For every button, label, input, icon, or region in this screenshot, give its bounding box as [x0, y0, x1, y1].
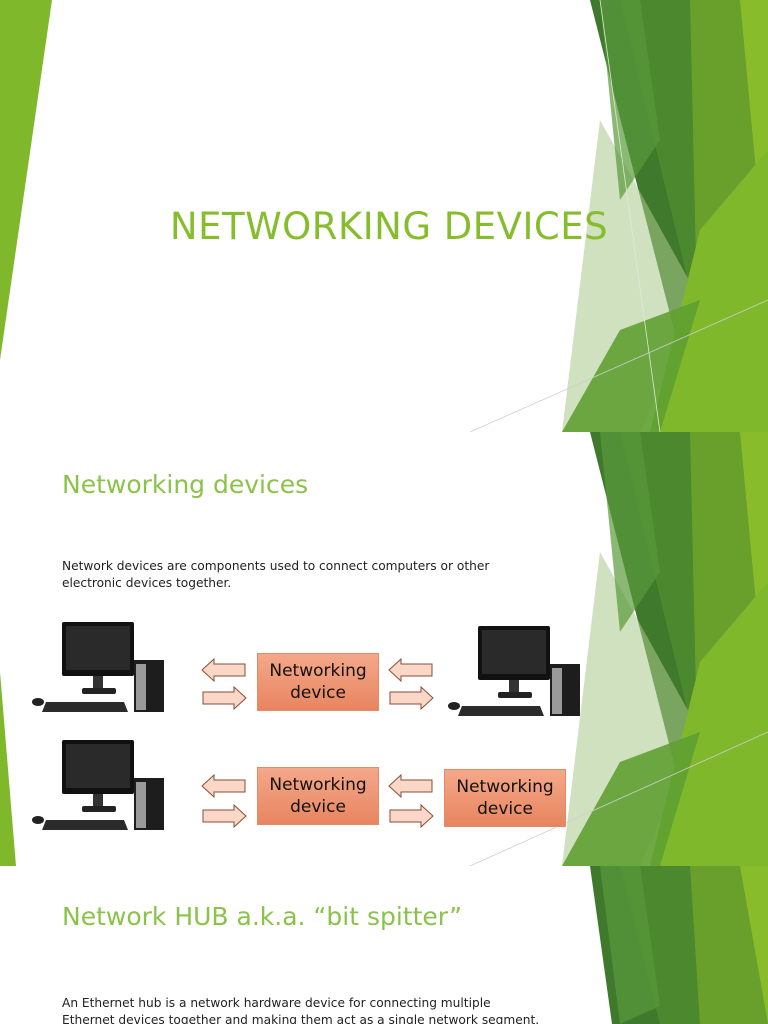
slide-title-page: NETWORKING DEVICES — [0, 0, 768, 432]
arrow-right-icon — [202, 686, 247, 710]
arrow-right-icon — [202, 804, 247, 828]
slide-decoration — [0, 432, 768, 866]
networking-device-box: Networking device — [257, 767, 379, 825]
arrow-left-icon — [201, 658, 246, 682]
slide-network-hub: Network HUB a.k.a. “bit spitter” An Ethe… — [0, 866, 768, 1024]
slide-decoration — [590, 866, 768, 1024]
arrow-left-icon — [388, 774, 433, 798]
slide-title: Network HUB a.k.a. “bit spitter” — [62, 902, 463, 931]
desktop-computer-icon — [32, 622, 164, 712]
arrow-left-icon — [388, 658, 433, 682]
slide-decoration — [0, 0, 768, 432]
slide-title: Networking devices — [62, 470, 309, 499]
desktop-computer-icon — [448, 626, 580, 716]
networking-device-box: Networking device — [257, 653, 379, 711]
arrow-right-icon — [389, 686, 434, 710]
arrow-right-icon — [389, 804, 434, 828]
slide-networking-devices: Networking devices Network devices are c… — [0, 432, 768, 866]
slide-description: Network devices are components used to c… — [62, 559, 490, 590]
networking-device-box: Networking device — [444, 769, 566, 827]
arrow-left-icon — [201, 774, 246, 798]
slide-description: An Ethernet hub is a network hardware de… — [62, 996, 540, 1024]
desktop-computer-icon — [32, 740, 164, 830]
slide-title: NETWORKING DEVICES — [169, 205, 609, 248]
